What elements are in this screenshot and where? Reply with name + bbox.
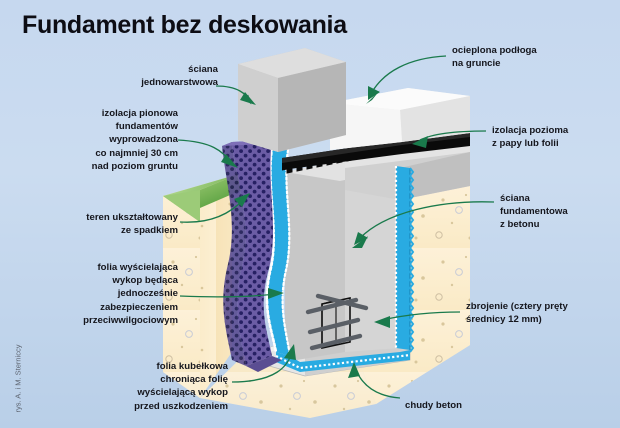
insulated-floor-slab [330, 88, 470, 150]
reinforcement-rebar-cage [305, 293, 369, 351]
label-zbrojenie: zbrojenie (cztery pręty średnicy 12 mm) [466, 301, 568, 326]
label-izolacja-pionowa: izolacja pionowa fundamentów wyprowadzon… [91, 108, 178, 172]
label-izolacja-pozioma: izolacja pozioma z papy lub folii [492, 125, 569, 150]
label-folia-kubelkowa: folia kubełkowa chroniąca folię wyściela… [134, 361, 228, 412]
illustration-credit: rys. A. i M. Sterniccy [13, 344, 23, 413]
single-layer-wall-block [238, 48, 346, 152]
label-sciana-fundamentowa: ściana fundamentowa z betonu [500, 193, 568, 231]
page-title: Fundament bez deskowania [22, 11, 347, 39]
label-chudy-beton: chudy beton [405, 400, 463, 411]
foundation-wall-concrete [285, 160, 400, 362]
label-folia-wyscielajaca: folia wyścielająca wykop będąca jednocze… [83, 262, 178, 326]
label-ocieplona-podloga: ocieplona podłoga na gruncie [452, 45, 537, 70]
label-teren-ukesztaltowany: teren ukształtowany ze spadkiem [86, 212, 178, 237]
label-sciana-jednowarstwowa: ściana jednowarstwowa [141, 64, 218, 89]
pointer-arrows [177, 55, 495, 399]
dimpled-membrane-cyan [265, 146, 415, 372]
soil-left-block [163, 176, 232, 398]
